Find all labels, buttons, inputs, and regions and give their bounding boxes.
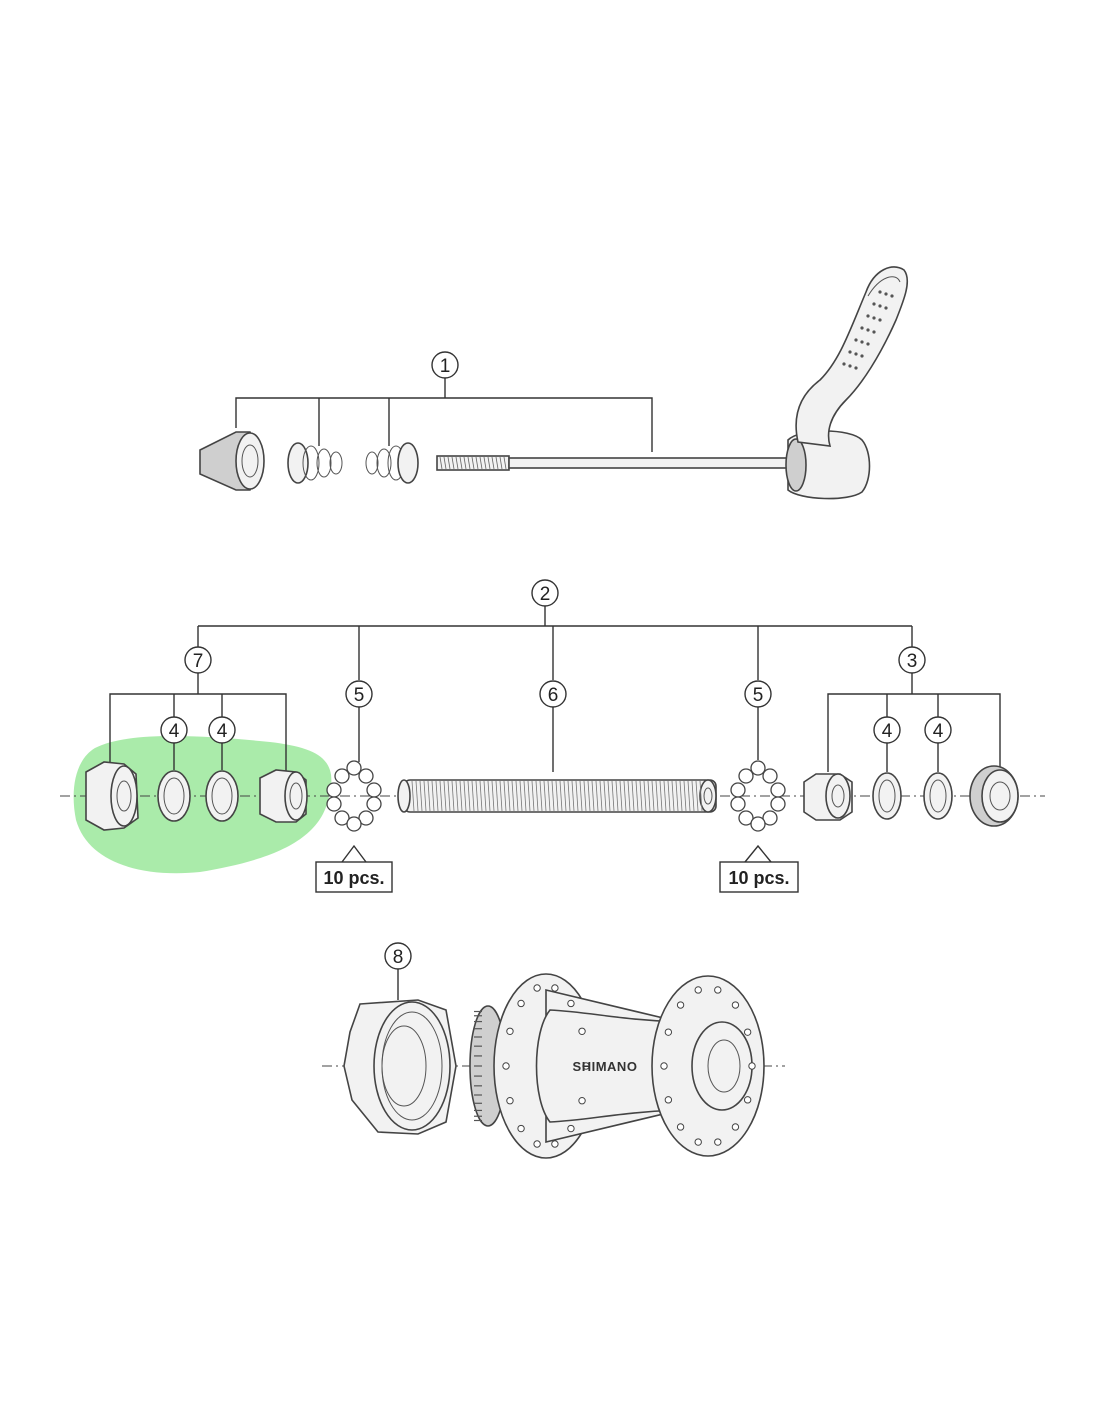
spoke-hole — [676, 1001, 685, 1009]
spacer-right-1 — [872, 772, 902, 820]
callout-number: 4 — [169, 721, 180, 742]
brand-logo: SHIMANO — [573, 1059, 638, 1074]
qty-label-right: 10 pcs. — [728, 868, 789, 888]
spacer-left-1 — [157, 770, 191, 822]
spoke-hole — [567, 999, 575, 1008]
skewer-lever — [795, 266, 909, 447]
ball-bearing — [770, 796, 786, 812]
cone-right — [803, 773, 853, 821]
callout-c1: 1 — [431, 351, 459, 379]
ball-bearing — [334, 768, 350, 784]
callout-c4c: 4 — [873, 716, 901, 744]
cone-nut-left-outer — [85, 761, 139, 831]
callout-c4b: 4 — [208, 716, 236, 744]
ball-bearing — [358, 768, 374, 784]
ball-bearing — [762, 768, 778, 784]
qty-box-right: 10 pcs. — [719, 861, 799, 893]
ball-bearing — [366, 782, 382, 798]
skewer-spring-right — [365, 442, 419, 484]
callout-number: 3 — [907, 651, 918, 672]
callout-c4d: 4 — [924, 716, 952, 744]
spoke-hole — [551, 984, 559, 992]
ball-bearing — [334, 810, 350, 826]
ball-bearing — [738, 768, 754, 784]
dust-cap — [343, 999, 457, 1135]
callout-number: 7 — [193, 651, 204, 672]
callout-number: 5 — [753, 685, 764, 706]
spoke-hole — [731, 1001, 740, 1009]
cone-left — [259, 769, 308, 823]
ball-bearing — [326, 782, 342, 798]
spoke-hole — [502, 1062, 510, 1070]
spoke-hole — [748, 1062, 756, 1070]
callout-c6: 6 — [539, 680, 567, 708]
spacer-left-2 — [205, 770, 239, 822]
ball-bearing — [346, 760, 362, 776]
spoke-hole — [694, 1138, 702, 1146]
ball-bearing — [750, 816, 766, 832]
spoke-hole — [714, 986, 722, 994]
spoke-hole — [533, 984, 541, 992]
skewer-spring-left — [287, 442, 343, 484]
ball-bearing — [770, 782, 786, 798]
callout-number: 1 — [440, 356, 451, 377]
spoke-hole — [578, 1097, 586, 1105]
spoke-hole — [743, 1096, 752, 1104]
spoke-hole — [664, 1028, 673, 1036]
spoke-hole — [714, 1138, 722, 1146]
ball-bearing — [366, 796, 382, 812]
callout-c4a: 4 — [160, 716, 188, 744]
spoke-hole — [676, 1123, 685, 1131]
ball-bearing — [730, 782, 746, 798]
qty-label-left: 10 pcs. — [323, 868, 384, 888]
axle-assembly-bracket — [109, 606, 1001, 863]
callout-c7: 7 — [184, 646, 212, 674]
callout-c5b: 5 — [744, 680, 772, 708]
callout-c3: 3 — [898, 646, 926, 674]
callout-number: 2 — [540, 584, 551, 605]
spoke-hole — [660, 1062, 668, 1070]
callout-number: 6 — [548, 685, 559, 706]
ball-bearing — [762, 810, 778, 826]
callout-c8: 8 — [384, 942, 412, 970]
spoke-hole — [694, 986, 702, 994]
ball-bearings-left — [326, 760, 382, 832]
callout-number: 4 — [933, 721, 944, 742]
callout-number: 4 — [882, 721, 893, 742]
callout-number: 8 — [393, 947, 404, 968]
ball-bearings-right — [730, 760, 786, 832]
spoke-hole — [506, 1027, 514, 1035]
ball-bearing — [346, 816, 362, 832]
spoke-hole — [506, 1097, 514, 1105]
lock-nut-right — [969, 765, 1019, 827]
ball-bearing — [750, 760, 766, 776]
ball-bearing — [730, 796, 746, 812]
quick-release-skewer — [199, 266, 909, 500]
spoke-hole — [578, 1027, 586, 1035]
callout-number: 4 — [217, 721, 228, 742]
skewer-rod — [508, 457, 790, 469]
ball-bearing — [326, 796, 342, 812]
spacer-right-2 — [923, 772, 953, 820]
highlight-part-7 — [73, 736, 332, 874]
spoke-hole — [567, 1124, 575, 1133]
hub-axle — [397, 779, 717, 813]
spoke-hole — [551, 1140, 559, 1148]
hub-body: SHIMANO — [469, 973, 765, 1159]
spoke-hole — [731, 1123, 740, 1131]
callout-c2: 2 — [531, 579, 559, 607]
spoke-hole — [517, 1124, 525, 1133]
spoke-hole — [517, 999, 525, 1008]
ball-bearing — [738, 810, 754, 826]
spoke-hole — [664, 1096, 673, 1104]
callout-number: 5 — [354, 685, 365, 706]
callout-c5a: 5 — [345, 680, 373, 708]
spoke-hole — [743, 1028, 752, 1036]
spoke-hole — [582, 1062, 590, 1070]
ball-bearing — [358, 810, 374, 826]
qty-box-left: 10 pcs. — [315, 861, 393, 893]
spoke-hole — [533, 1140, 541, 1148]
